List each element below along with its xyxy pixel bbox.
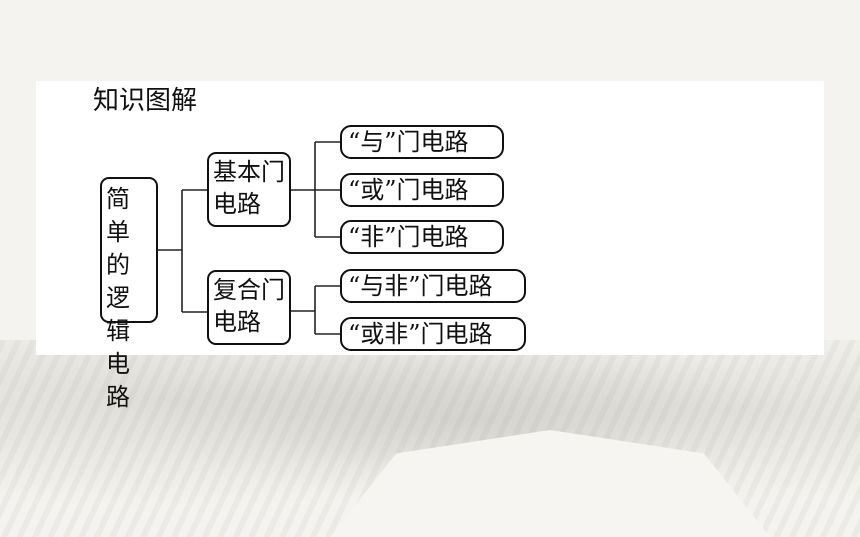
leaf-node-label: “非”门电路 — [348, 223, 469, 251]
page-title: 知识图解 — [93, 86, 198, 116]
branch-node-line: 电路 — [213, 190, 261, 218]
root-node-line: 的逻 — [106, 251, 130, 312]
leaf-node-label: “或”门电路 — [348, 176, 469, 204]
leaf-node-nand-gate: “与非”门电路 — [340, 269, 526, 303]
branch-node-compound: 复合门 电路 — [207, 270, 291, 345]
connector-branch-1 — [290, 141, 340, 238]
leaf-node-label: “与非”门电路 — [348, 272, 493, 300]
root-node-line: 辑电 — [106, 317, 130, 378]
leaf-node-label: “或非”门电路 — [348, 320, 493, 348]
root-node-line: 路 — [106, 383, 130, 411]
root-node-line: 简单 — [106, 185, 130, 246]
leaf-node-and-gate: “与”门电路 — [340, 125, 504, 159]
branch-node-basic: 基本门 电路 — [207, 152, 291, 227]
leaf-node-or-gate: “或”门电路 — [340, 173, 504, 207]
branch-node-line: 电路 — [213, 308, 261, 336]
connector-branch-2 — [290, 285, 340, 335]
leaf-node-not-gate: “非”门电路 — [340, 220, 504, 254]
leaf-node-nor-gate: “或非”门电路 — [340, 317, 526, 351]
connector-root — [158, 189, 208, 313]
root-node: 简单 的逻 辑电 路 — [100, 177, 158, 411]
branch-node-line: 复合门 — [213, 276, 285, 304]
branch-node-line: 基本门 — [213, 158, 285, 186]
leaf-node-label: “与”门电路 — [348, 128, 469, 156]
